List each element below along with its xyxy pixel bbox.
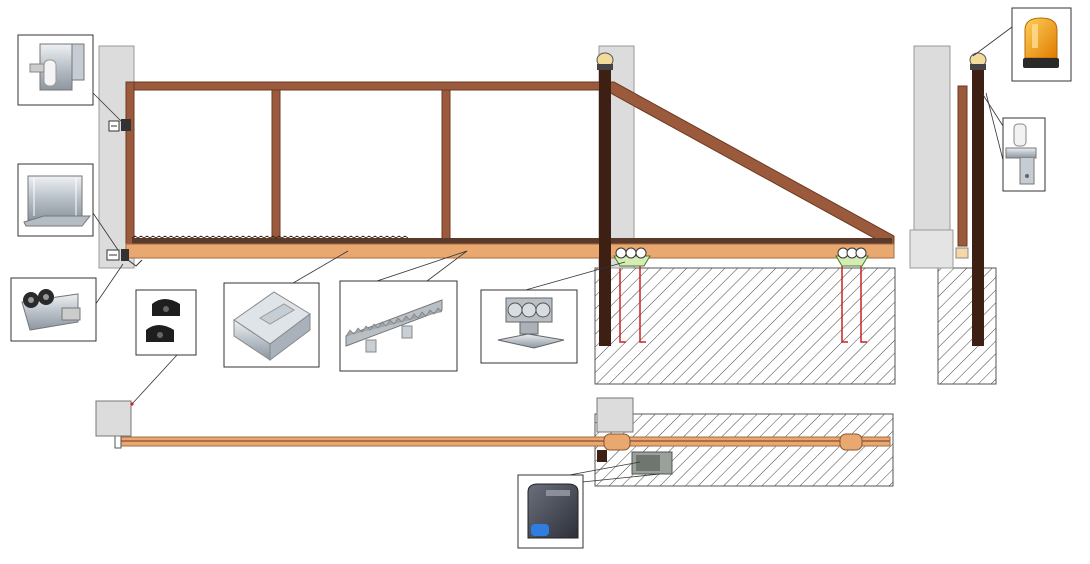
photocell-pair-icon — [135, 289, 197, 356]
right-upright-foot — [955, 247, 969, 259]
post-cap-middle — [596, 52, 614, 70]
middle-post — [599, 70, 611, 346]
right-post — [972, 70, 984, 346]
left-top-bracket — [108, 119, 131, 132]
right-pillar — [913, 45, 951, 233]
plan-left-stop — [114, 435, 122, 449]
gear-rack-strip — [132, 238, 892, 244]
plan-carriage-rear — [839, 433, 863, 451]
plan-left-box — [95, 400, 132, 437]
right-gate-upright — [957, 85, 968, 247]
anchor-bolts — [619, 266, 867, 343]
signal-lamp-icon — [1011, 7, 1072, 82]
guide-roller-bracket-icon — [17, 34, 94, 106]
left-bottom-bracket — [106, 249, 143, 267]
post-cap-right — [969, 52, 987, 70]
end-roller-icon — [10, 277, 97, 342]
steel-guide-profile-icon — [223, 282, 320, 368]
main-foundation — [594, 267, 896, 385]
photocell-marker — [130, 402, 134, 406]
plan-motor-body — [636, 455, 660, 471]
plan-middle-box — [596, 397, 634, 433]
bottom-guide-beam — [125, 243, 895, 259]
upper-catcher-bracket-icon — [1002, 117, 1046, 192]
gate-drive-motor-icon — [517, 474, 584, 549]
end-catcher-bracket-icon — [17, 163, 94, 237]
gear-rack-icon — [339, 280, 458, 372]
callout-lines — [92, 26, 1013, 486]
roller-carriage-icon — [480, 289, 578, 364]
right-pillar-base — [909, 229, 954, 269]
plan-carriage-front — [603, 433, 631, 451]
plan-post — [597, 450, 607, 462]
rack-teeth — [131, 235, 409, 239]
right-foundation — [937, 267, 997, 385]
gate-frame — [125, 81, 895, 251]
carriage-rollers-front — [613, 247, 651, 267]
carriage-rollers-rear — [835, 247, 869, 267]
